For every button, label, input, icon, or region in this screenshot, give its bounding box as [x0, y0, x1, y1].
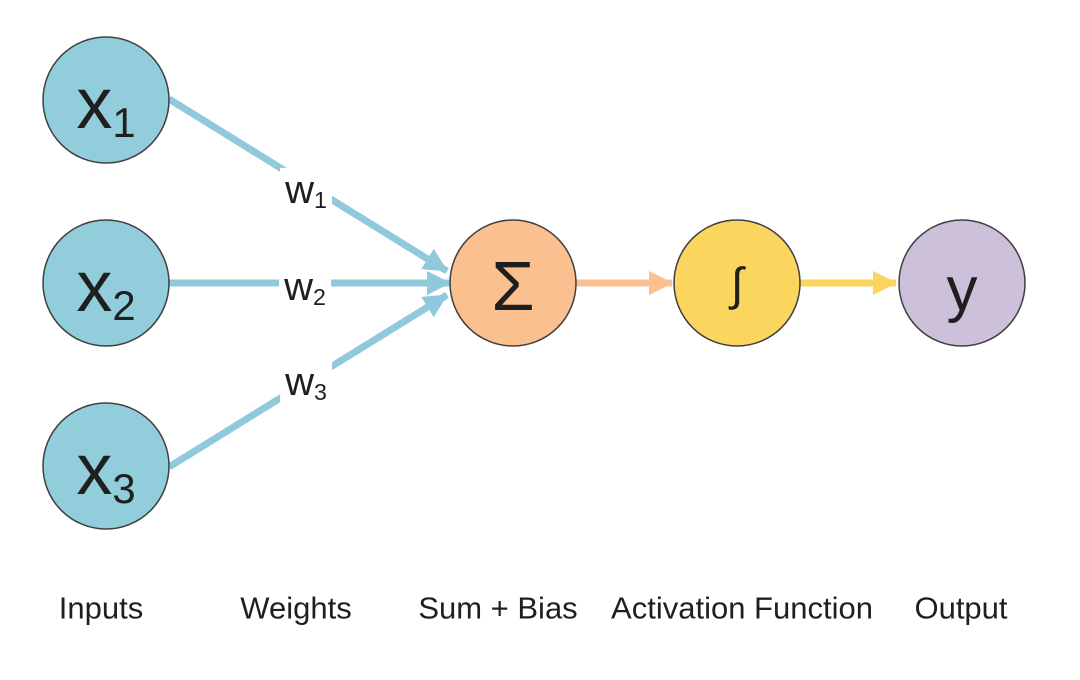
x2-base: x — [76, 247, 113, 328]
w1-sub: 1 — [313, 186, 327, 213]
sum-node — [449, 219, 577, 347]
stage-label-output: Output — [914, 590, 1008, 626]
stage-label-weights: Weights — [240, 590, 352, 626]
input-node-x2 — [42, 219, 170, 347]
weight-label-w2: w2 — [279, 264, 331, 312]
stage-label-inputs: Inputs — [58, 590, 144, 626]
output-node — [898, 219, 1026, 347]
input-node-x1 — [42, 36, 170, 164]
x3-base: x — [76, 430, 113, 511]
weight-label-w1: w1 — [280, 167, 332, 215]
activation-node — [673, 219, 801, 347]
input-label-x2: x2 — [76, 251, 135, 327]
w3-base: w — [285, 359, 314, 404]
x1-base: x — [76, 64, 113, 145]
w3-sub: 3 — [313, 378, 327, 405]
output-label-y: y — [946, 255, 978, 324]
w1-base: w — [285, 167, 314, 212]
input-label-x1: x1 — [76, 68, 135, 144]
w2-base: w — [284, 264, 313, 309]
sigma-symbol: Σ — [491, 247, 535, 325]
x1-sub: 1 — [112, 99, 136, 147]
input-label-x3: x3 — [76, 434, 135, 510]
x3-sub: 3 — [112, 465, 136, 513]
w2-sub: 2 — [312, 283, 326, 310]
integral-symbol: ∫ — [730, 258, 744, 310]
x2-sub: 2 — [112, 282, 136, 330]
weight-label-w3: w3 — [280, 359, 332, 407]
stage-label-sum-bias: Sum + Bias — [418, 590, 578, 626]
input-node-x3 — [42, 402, 170, 530]
stage-label-activation-function: Activation Function — [611, 590, 873, 626]
